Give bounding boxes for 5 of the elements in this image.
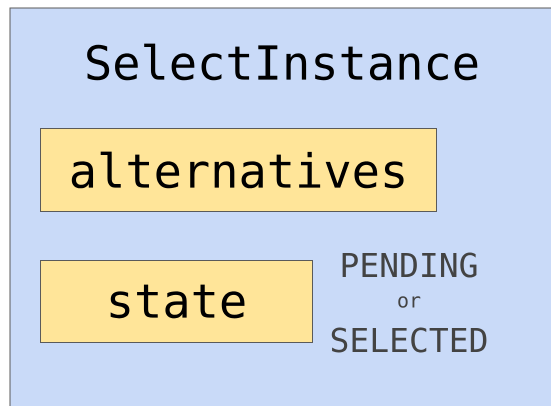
- state-value: or: [398, 296, 420, 308]
- state-value: PENDING: [342, 252, 476, 278]
- state-value: SELECTED: [332, 328, 486, 352]
- field-box: alternatives: [40, 128, 437, 212]
- field-box: state: [40, 260, 313, 343]
